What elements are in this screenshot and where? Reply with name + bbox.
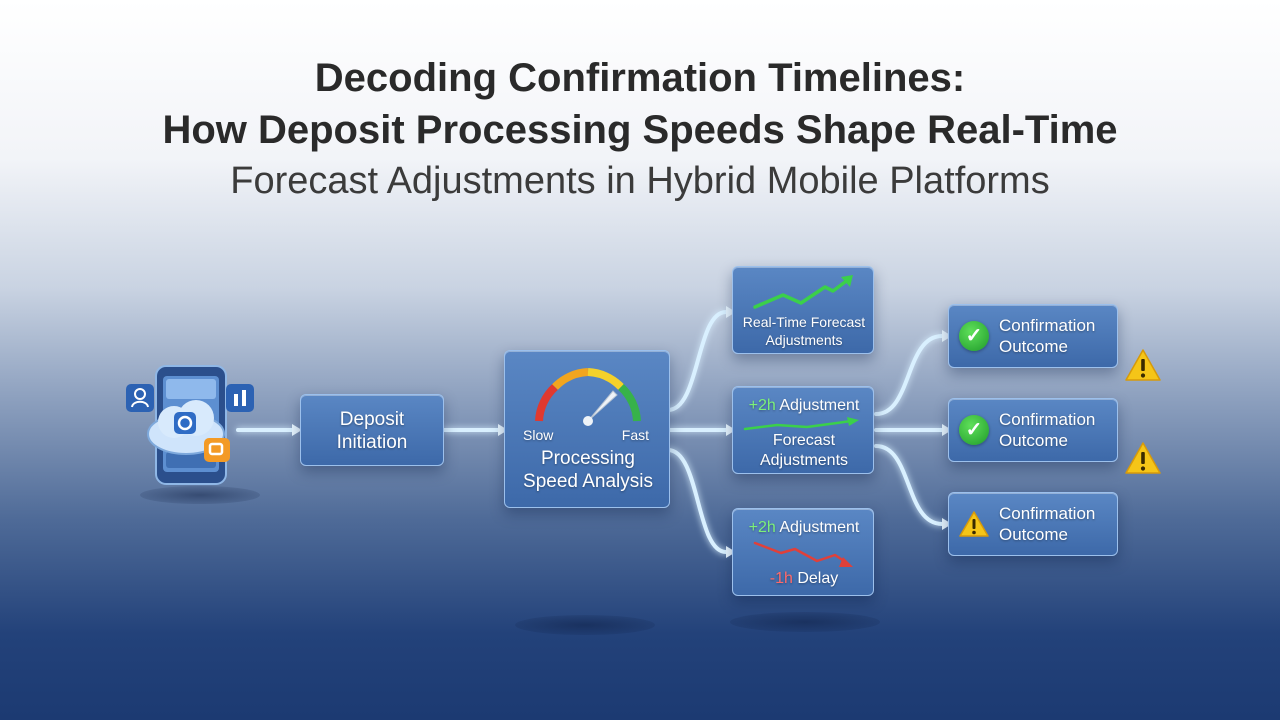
- arrowhead: [498, 424, 508, 436]
- mid-adjustment-label: +2h Adjustment: [733, 396, 875, 416]
- outcome-label-line-1: Confirmation: [999, 410, 1096, 429]
- arrowhead: [942, 518, 952, 530]
- warning-triangle-icon: [1125, 442, 1161, 474]
- bottom-adjustment-label: +2h Adjustment: [733, 518, 875, 538]
- realtime-label-line-2: Adjustments: [765, 332, 843, 348]
- mid-forecast-label-line-1: Forecast: [772, 432, 836, 449]
- warning-triangle-icon: [959, 511, 989, 537]
- gauge-fast-label: Fast: [621, 427, 649, 443]
- plus-2h-tag: +2h: [748, 397, 776, 414]
- page-subtitle: Forecast Adjustments in Hybrid Mobile Pl…: [230, 160, 1050, 202]
- page-title-line-1: Decoding Confirmation Timelines:: [314, 56, 966, 100]
- check-circle-icon: ✓: [959, 415, 989, 445]
- mid-forecast-label-line-2: Adjustments: [759, 452, 849, 469]
- confirmation-outcome-3: Confirmation Outcome: [948, 492, 1118, 556]
- warning-triangle-icon: [1125, 349, 1161, 381]
- shadow: [515, 615, 655, 635]
- speedometer-icon: [535, 368, 641, 426]
- page-title-line-2: How Deposit Processing Speeds Shape Real…: [162, 108, 1118, 152]
- arrowhead: [726, 306, 736, 318]
- flow-mid-to-outcome-1: [874, 334, 944, 416]
- outcome-label-line-2: Outcome: [999, 337, 1068, 356]
- confirmation-outcome-2: ✓ Confirmation Outcome: [948, 398, 1118, 462]
- plus-2h-tag: +2h: [748, 519, 776, 536]
- phone-cloud-icon: [147, 365, 230, 485]
- outcome-1-text: Confirmation Outcome: [999, 315, 1095, 357]
- trend-up-icon: [743, 417, 859, 431]
- processing-label-line-2: Speed Analysis: [523, 471, 653, 492]
- outcome-2-text: Confirmation Outcome: [999, 409, 1095, 451]
- deposit-initiation-label: Deposit Initiation: [336, 409, 408, 453]
- arrowhead: [292, 424, 302, 436]
- realtime-forecast-node: Real-Time Forecast Adjustments: [732, 266, 874, 354]
- arrowhead: [942, 424, 952, 436]
- flow-processing-to-bottom: [666, 448, 728, 554]
- flow-processing-to-realtime: [666, 310, 728, 412]
- outcome-label-line-2: Outcome: [999, 431, 1068, 450]
- flow-mid-to-outcome-3: [874, 444, 944, 526]
- arrowhead: [726, 424, 736, 436]
- forecast-adjustments-node: +2h Adjustment Forecast Adjustments: [732, 386, 874, 474]
- minus-1h-tag: -1h: [769, 570, 793, 587]
- title-block: Decoding Confirmation Timelines: How Dep…: [0, 52, 1280, 206]
- outcome-label-line-1: Confirmation: [999, 316, 1096, 335]
- bar-chart-icon: [226, 384, 254, 412]
- adjustment-word: Adjustment: [775, 519, 860, 536]
- trend-down-icon: [753, 541, 853, 567]
- outcome-3-text: Confirmation Outcome: [999, 503, 1095, 545]
- trend-up-icon: [753, 275, 853, 309]
- outcome-label-line-2: Outcome: [999, 525, 1068, 544]
- check-circle-icon: ✓: [959, 321, 989, 351]
- arrowhead: [942, 330, 952, 342]
- realtime-label-line-1: Real-Time Forecast: [742, 314, 866, 330]
- shadow: [730, 612, 880, 632]
- gauge-slow-label: Slow: [523, 427, 554, 443]
- processing-label-line-1: Processing: [541, 448, 635, 469]
- deposit-initiation-node: Deposit Initiation: [300, 394, 444, 466]
- user-icon: [126, 384, 154, 412]
- shadow: [140, 486, 260, 504]
- processing-speed-node: Slow Fast Processing Speed Analysis: [504, 350, 670, 508]
- arrowhead: [726, 546, 736, 558]
- delay-label: -1h Delay: [733, 569, 875, 589]
- delay-word: Delay: [792, 570, 839, 587]
- confirmation-outcome-1: ✓ Confirmation Outcome: [948, 304, 1118, 368]
- adjustment-word: Adjustment: [775, 397, 860, 414]
- outcome-label-line-1: Confirmation: [999, 504, 1096, 523]
- mobile-platform-icon: [126, 362, 256, 490]
- delay-adjustment-node: +2h Adjustment -1h Delay: [732, 508, 874, 596]
